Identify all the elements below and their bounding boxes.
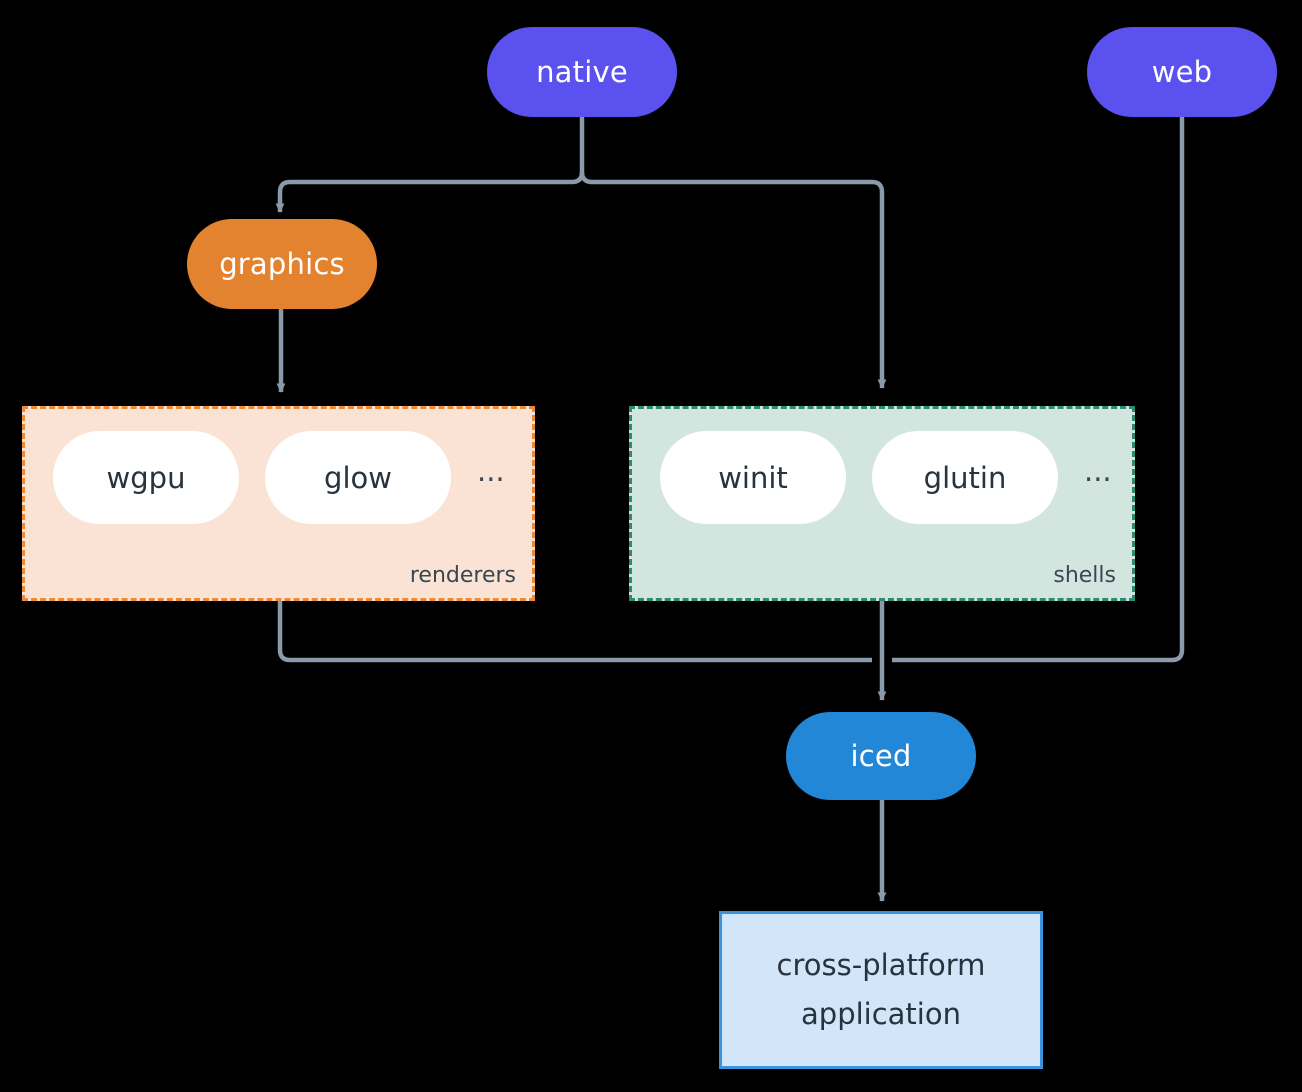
node-winit[interactable]: winit [660,431,846,524]
node-application[interactable]: cross-platform application [719,911,1043,1069]
node-web[interactable]: web [1087,27,1277,117]
node-graphics-label: graphics [219,247,345,281]
group-renderers[interactable]: wgpu glow ... renderers [22,406,535,601]
group-shells-label: shells [1053,563,1116,588]
node-glow-label: glow [324,460,392,495]
node-iced-label: iced [850,739,912,773]
node-application-label-line1: cross-platform [776,947,986,982]
node-glutin[interactable]: glutin [872,431,1058,524]
node-native[interactable]: native [487,27,677,117]
edge-native-to-graphics [275,171,585,213]
node-glutin-label: glutin [923,460,1007,495]
group-renderers-items: wgpu glow ... [53,431,505,524]
shells-ellipsis: ... [1084,454,1112,488]
node-web-label: web [1151,55,1213,89]
node-application-label-line2: application [801,997,961,1031]
edge-renderers-to-iced [277,601,872,663]
node-glow[interactable]: glow [265,431,451,524]
node-iced[interactable]: iced [786,712,976,800]
group-shells-items: winit glutin ... [660,431,1112,524]
renderers-ellipsis: ... [477,454,505,488]
group-renderers-label: renderers [409,563,516,588]
node-winit-label: winit [718,460,788,495]
group-shells[interactable]: winit glutin ... shells [629,406,1135,601]
edge-native-to-shells [579,171,887,389]
node-wgpu-label: wgpu [106,460,186,495]
node-graphics[interactable]: graphics [187,219,377,309]
node-native-label: native [536,55,628,89]
node-wgpu[interactable]: wgpu [53,431,239,524]
